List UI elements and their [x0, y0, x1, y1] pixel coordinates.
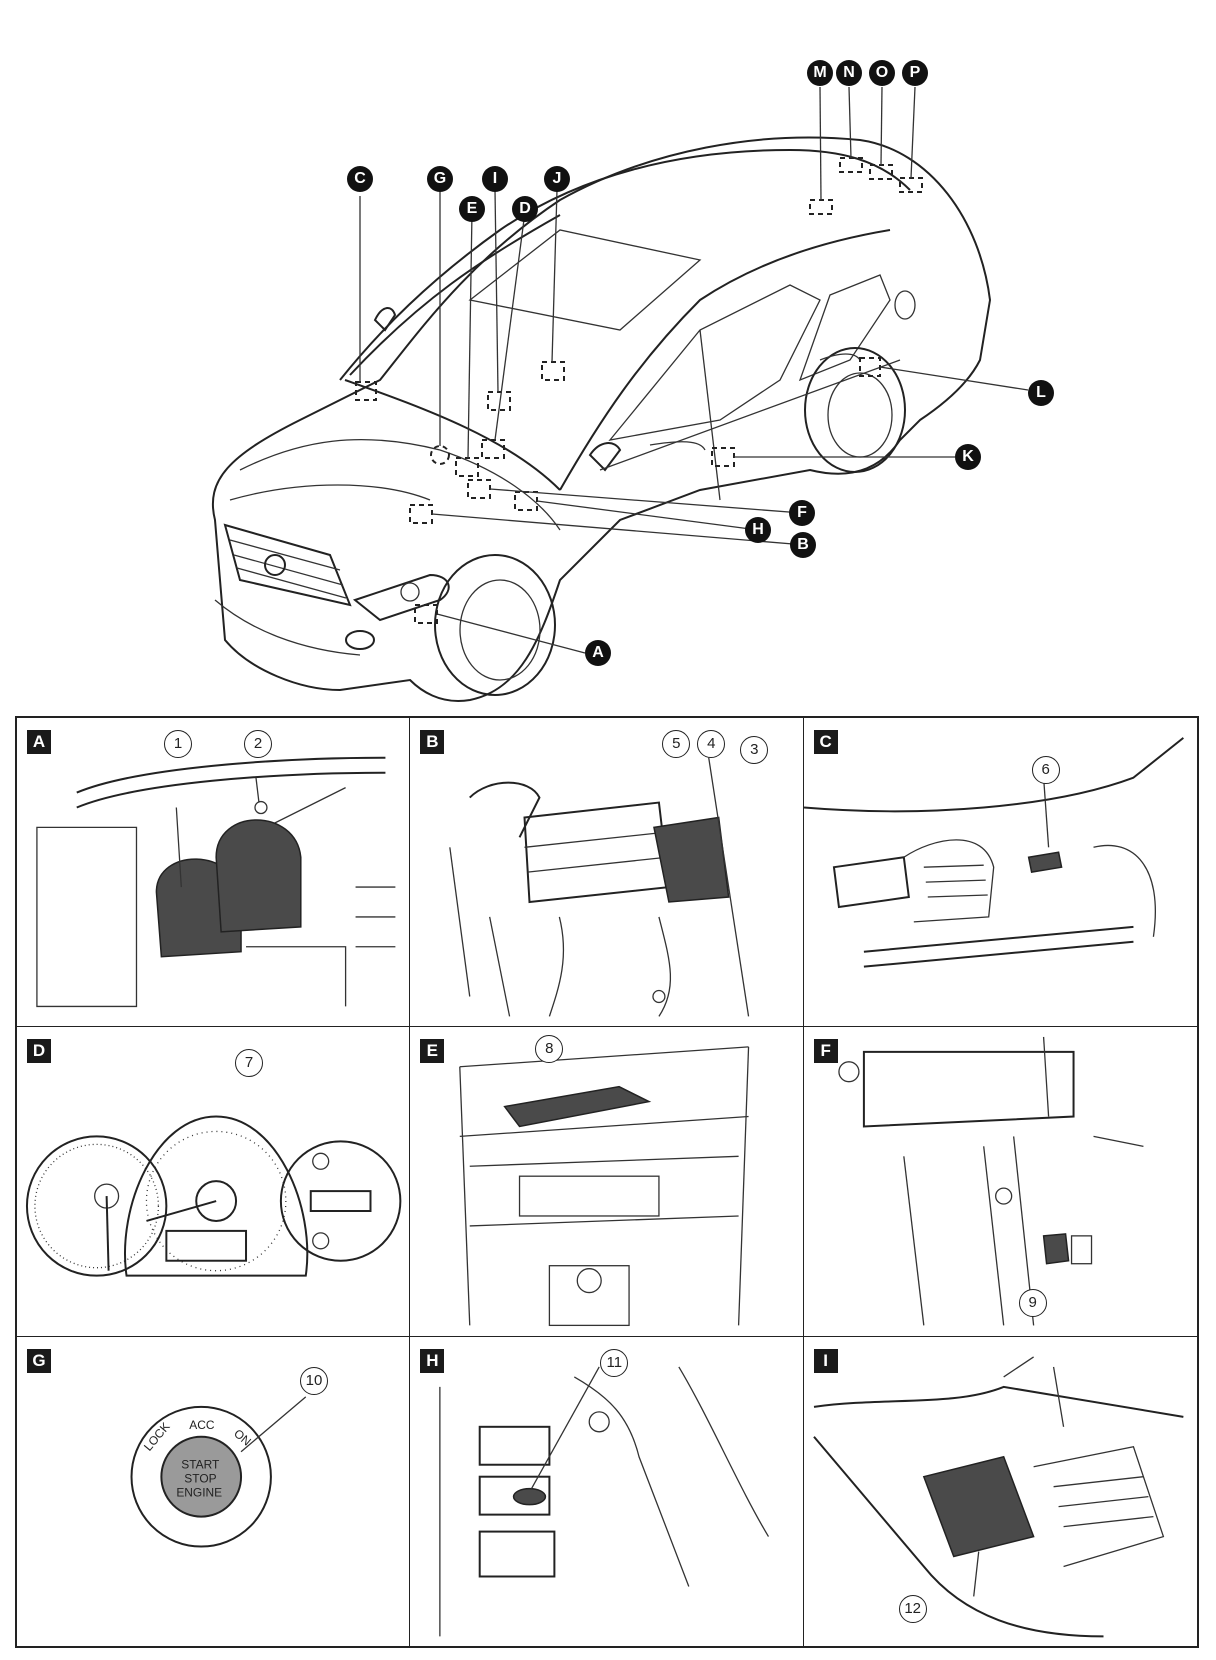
panel-h-label: H	[420, 1348, 445, 1373]
shift-selector-drawing	[812, 1356, 1184, 1638]
marker-e: E	[459, 196, 485, 222]
on-position-text: ON	[231, 1426, 254, 1448]
sensor-drawing	[803, 737, 1184, 968]
callout-11: 11	[600, 1348, 629, 1377]
stop-text: STOP	[184, 1471, 216, 1485]
lock-position-text: LOCK	[141, 1419, 173, 1453]
panel-i-label: I	[813, 1348, 838, 1373]
panel-i: I 12	[804, 1337, 1197, 1646]
detail-panel-grid: A 1 2 B 5 4 3	[15, 716, 1199, 1648]
marker-a: A	[585, 640, 611, 666]
callout-4: 4	[697, 730, 726, 758]
vehicle-overview: A B H F C G E D I J K L M N O P	[0, 0, 1216, 710]
engine-bay-drawing	[449, 757, 750, 1017]
panel-c-label: C	[813, 730, 838, 754]
marker-f: F	[789, 500, 815, 526]
panel-f: F 9	[803, 1027, 1197, 1337]
callout-2: 2	[244, 730, 272, 758]
callout-12: 12	[898, 1594, 927, 1623]
panel-a-label: A	[27, 730, 51, 754]
panel-h: H 11	[410, 1336, 804, 1646]
panel-g-label: G	[27, 1348, 51, 1373]
panel-b: B 5 4 3	[410, 718, 804, 1028]
car-outline-drawing	[211, 86, 1029, 702]
pedal-sensor-drawing	[837, 1037, 1144, 1326]
marker-o: O	[869, 60, 895, 86]
callout-1: 1	[164, 730, 192, 758]
acc-position-text: ACC	[189, 1417, 215, 1431]
callout-6: 6	[1031, 756, 1060, 784]
callout-5: 5	[662, 730, 691, 758]
switch-panel-drawing	[439, 1366, 770, 1637]
horn-drawing	[36, 756, 396, 1008]
engine-text: ENGINE	[176, 1485, 222, 1499]
combination-meter-drawing	[25, 1115, 402, 1277]
marker-m: M	[807, 60, 833, 86]
push-button-ignition-switch-drawing: LOCK ACC ON START STOP ENGINE	[130, 1396, 307, 1548]
panel-e: E 8	[410, 1027, 804, 1337]
panel-b-label: B	[420, 730, 445, 754]
marker-d: D	[512, 196, 538, 222]
marker-k: K	[955, 444, 981, 470]
marker-b: B	[790, 532, 816, 558]
marker-h: H	[745, 517, 771, 543]
marker-c: C	[347, 166, 373, 192]
start-text: START	[181, 1457, 220, 1471]
marker-p: P	[902, 60, 928, 86]
callout-3: 3	[740, 736, 769, 764]
marker-g: G	[427, 166, 453, 192]
control-unit-drawing	[459, 1046, 750, 1327]
callout-10: 10	[300, 1366, 328, 1395]
panel-a: A 1 2	[17, 718, 411, 1028]
panel-e-label: E	[420, 1039, 445, 1064]
panel-c: C 6	[803, 718, 1197, 1028]
marker-i: I	[482, 166, 508, 192]
marker-n: N	[836, 60, 862, 86]
panel-f-label: F	[813, 1039, 838, 1064]
marker-l: L	[1028, 380, 1054, 406]
panel-d-label: D	[27, 1039, 51, 1064]
panel-d: D 7	[17, 1027, 411, 1337]
callout-9: 9	[1018, 1289, 1047, 1318]
callout-7: 7	[235, 1049, 263, 1078]
panel-g: G LOCK ACC ON START STOP ENGINE 10	[17, 1336, 411, 1646]
marker-j: J	[544, 166, 570, 192]
callout-8: 8	[535, 1035, 564, 1064]
